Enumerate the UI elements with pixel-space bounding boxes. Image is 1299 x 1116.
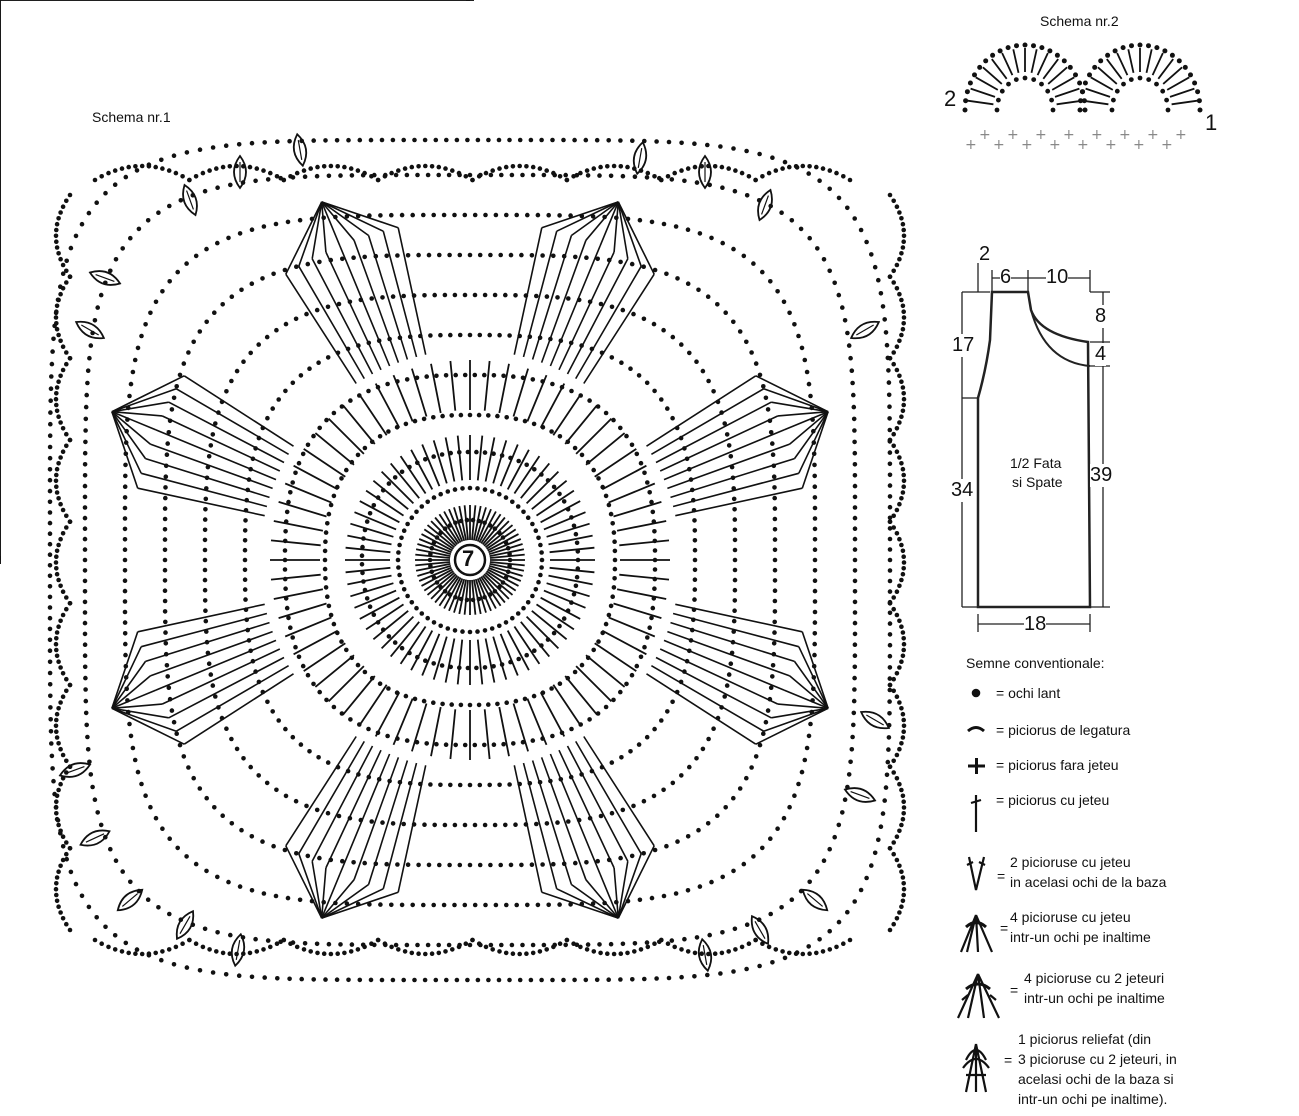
v-stitch-icon [966, 856, 986, 891]
legend-item-7-line2: acelasi ochi de la baza si [1018, 1071, 1174, 1087]
panel-outline [976, 290, 1092, 609]
neck-line [1030, 309, 1091, 367]
single-crochet-icon [968, 758, 985, 774]
legend-item-5-line1: intr-un ochi pe inaltime [1010, 929, 1151, 945]
svg-text:+: + [993, 137, 1005, 153]
legend-item-7-line1: 3 picioruse cu 2 jeteuri, in [1018, 1051, 1177, 1067]
legend-item-5-line0: 4 picioruse cu jeteu [1010, 909, 1131, 925]
slip-stitch-icon [967, 726, 985, 733]
legend-item-4-line0: 2 picioruse cu jeteu [1010, 854, 1131, 870]
center-label: 7 [462, 546, 475, 571]
dim-lower-left: 34 [951, 479, 974, 502]
schema1-title: Schema nr.1 [92, 109, 171, 125]
svg-text:+: + [1049, 137, 1061, 153]
legend-item-1-line0: = piciorus de legatura [996, 722, 1131, 738]
legend-title: Semne conventionale: [966, 655, 1105, 671]
svg-text:+: + [1007, 127, 1019, 143]
motif-stitch-spokes [0, 0, 670, 760]
panel-label-line1: 1/2 Fata [1010, 455, 1062, 471]
motif-border-scallops [53, 163, 907, 957]
edging-label-left: 2 [944, 86, 957, 111]
fan-four-dc-icon [959, 914, 994, 953]
double-crochet-icon [970, 795, 982, 832]
dim-neck: 10 [1046, 266, 1069, 289]
svg-text:+: + [1133, 137, 1145, 153]
dim-neck-depth: 8 [1095, 305, 1107, 328]
schema2-title: Schema nr.2 [1040, 13, 1119, 29]
svg-text:+: + [1091, 127, 1103, 143]
legend-item-3-line0: = piciorus cu jeteu [996, 792, 1110, 808]
dim-armhole-extra: 4 [1095, 343, 1107, 366]
raised-cluster-icon [962, 1043, 990, 1093]
motif-fans [111, 201, 829, 919]
chain-stitch-icon [971, 688, 981, 698]
svg-text:+: + [1063, 127, 1075, 143]
svg-text:+: + [1077, 137, 1089, 153]
center-ring [453, 543, 487, 577]
svg-text:+: + [965, 137, 977, 153]
legend-item-0-line0: = ochi lant [996, 685, 1061, 701]
legend-item-4-line1: in acelasi ochi de la baza [1010, 874, 1167, 890]
dim-bottom-width: 18 [1024, 613, 1047, 636]
panel-label-line2: si Spate [1012, 474, 1063, 490]
edging-diagram: ++++++++++++++++ [962, 42, 1203, 153]
dim-right-total: 39 [1090, 464, 1113, 487]
motif-leaf-clusters [58, 132, 891, 973]
dim-shoulder-offset: 2 [979, 243, 991, 265]
svg-text:+: + [979, 127, 991, 143]
edging-label-right: 1 [1205, 110, 1218, 135]
svg-text:+: + [1161, 137, 1173, 153]
legend-item-6-line1: intr-un ochi pe inaltime [1024, 990, 1165, 1006]
dim-upper-left: 17 [952, 334, 975, 357]
legend-item-7-line0: 1 piciorus reliefat (din [1018, 1031, 1152, 1047]
dim-shoulder: 6 [1000, 266, 1012, 289]
legend-item-7-line3: intr-un ochi pe inaltime). [1018, 1091, 1168, 1107]
svg-text:+: + [1105, 137, 1117, 153]
fan-four-tr-icon [956, 973, 1000, 1019]
svg-text:+: + [1147, 127, 1159, 143]
legend-item-6-line0: 4 picioruse cu 2 jeteuri [1024, 970, 1165, 986]
svg-text:+: + [1119, 127, 1131, 143]
square-motif-diagram [0, 0, 907, 983]
svg-text:+: + [1175, 127, 1187, 143]
svg-text:+: + [1035, 127, 1047, 143]
svg-text:+: + [1021, 137, 1033, 153]
legend-item-2-line0: = piciorus fara jeteu [996, 757, 1119, 773]
